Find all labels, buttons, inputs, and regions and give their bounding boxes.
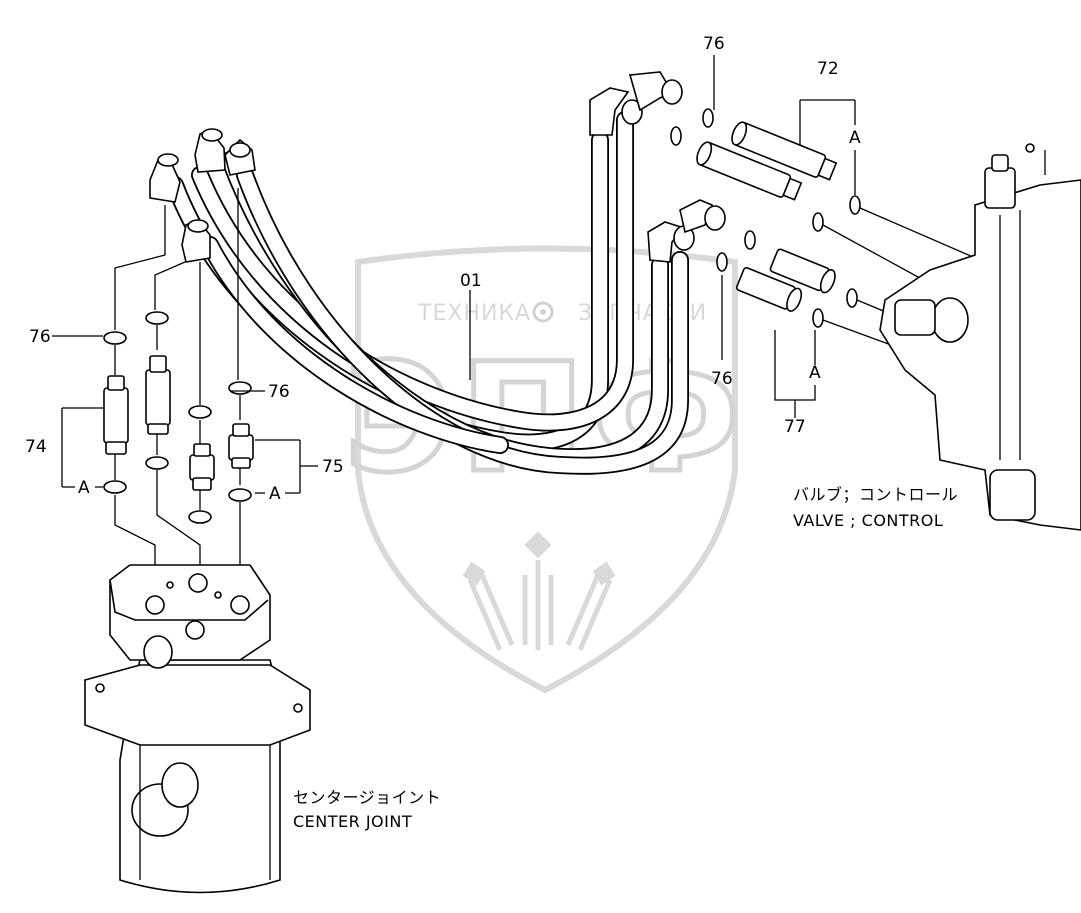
joint-caption-en: CENTER JOINT [293,812,412,831]
callout-76-mid: 76 [268,382,290,402]
hydraulic-hoses [166,111,689,475]
gear-icon [532,301,554,323]
fitting-75 [189,443,215,491]
o-ring [228,381,252,395]
o-ring [145,456,169,470]
hose-2 [191,111,634,432]
adapter-77-lower [735,266,803,312]
o-ring [812,212,824,232]
callout-72: 72 [817,59,839,79]
watermark-left-text: ТЕХНИКА [417,301,531,326]
right-adapters [670,108,981,351]
callouts: 01 76 72 A 76 A 77 76 76 74 A 75 A [25,34,861,504]
elbow-fitting [194,128,226,173]
fitting-74b [145,355,171,435]
center-joint [84,564,311,894]
elbow-fitting [647,221,695,263]
callout-76-right: 76 [711,369,733,389]
o-rings-right [670,108,861,328]
callout-75: 75 [322,457,344,477]
o-ring [812,308,824,328]
right-elbow-fittings [589,71,726,263]
fitting-74 [103,375,129,455]
left-connection-lines [114,188,241,630]
callout-01: 01 [460,271,482,291]
o-ring [716,252,728,272]
o-ring [702,108,714,128]
callout-77: 77 [784,417,806,437]
valve-caption-jp: バルブ；コントロール [793,485,958,504]
o-ring [228,488,252,502]
o-ring [846,288,858,308]
adapter-72-upper [731,121,838,181]
callout-a-right: A [809,363,821,383]
control-valve [879,143,1081,531]
leader-lines [52,55,856,494]
valve-caption-en: VALVE ; CONTROL [793,511,943,530]
elbow-fitting [628,71,683,112]
o-ring [103,480,127,494]
joint-caption-jp: センタージョイント [293,788,441,807]
left-fittings [103,311,254,524]
elbow-fitting [224,138,256,176]
wheat-emblem [462,531,616,651]
o-ring [670,126,682,146]
callout-a-left: A [78,478,90,498]
adapter-72-lower [696,141,803,201]
elbow-fitting [589,87,643,136]
elbow-fitting [149,153,181,203]
elbow-fitting [181,219,211,263]
elbow-fitting [679,199,726,234]
callout-a-mid: A [269,484,281,504]
callout-76-left: 76 [29,327,51,347]
o-ring [145,311,169,325]
hose-4 [236,166,689,475]
callout-76-top: 76 [703,34,725,54]
callout-a-top: A [849,128,861,148]
o-ring [103,331,127,345]
o-ring [188,405,212,419]
o-ring [849,195,861,215]
watermark-shield [355,245,738,694]
captions: バルブ；コントロール VALVE ; CONTROL センタージョイント CEN… [293,485,958,831]
adapter-77-upper [769,248,836,294]
o-ring [188,510,212,524]
callout-74: 74 [25,437,47,457]
left-elbow-fittings [149,128,256,263]
o-ring [744,230,756,250]
fitting-75b [228,423,254,469]
